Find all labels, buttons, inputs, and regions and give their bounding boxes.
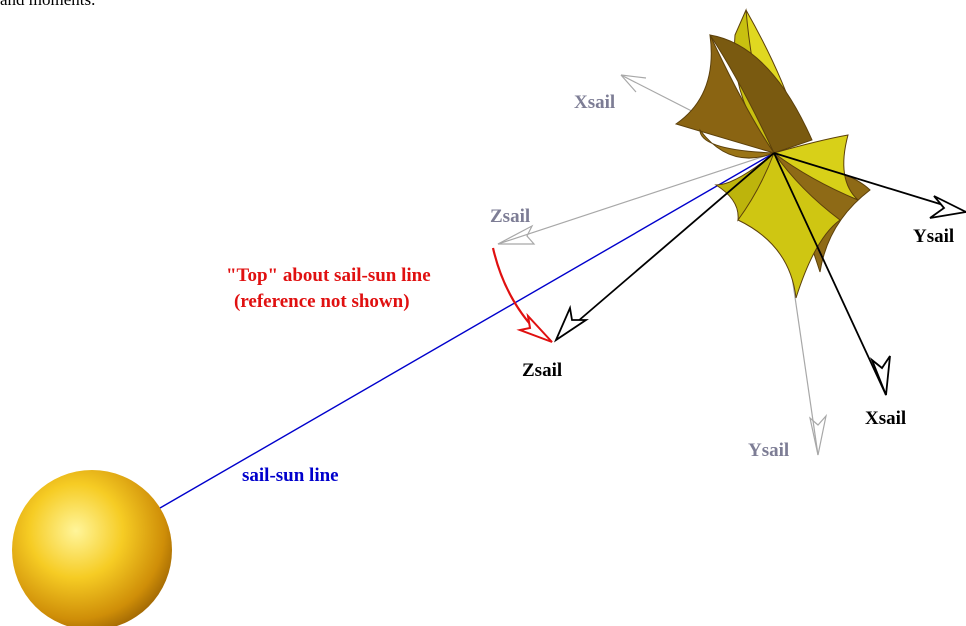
sail-vane-upper-right: [708, 34, 813, 154]
top-rotation-arc: [491, 247, 553, 343]
reference-z-arrowhead: [497, 224, 536, 245]
body-y-label: Ysail: [913, 226, 954, 247]
sail-vane-front-left: [714, 151, 776, 222]
body-x-arrowhead: [869, 355, 891, 396]
body-x-label: Xsail: [865, 408, 906, 429]
caption-fragment: and moments.: [0, 0, 95, 10]
body-z-axis: [555, 152, 775, 341]
body-z-label: Zsail: [522, 360, 562, 381]
body-x-axis: [773, 152, 887, 396]
body-y-arrowhead: [929, 195, 966, 219]
reference-z-axis: [497, 152, 775, 245]
body-z-arrowhead: [553, 304, 589, 343]
sail-vane-front-right: [772, 134, 859, 201]
reference-y-arrowhead: [809, 413, 828, 456]
top-label-line2: (reference not shown): [234, 291, 410, 312]
reference-z-label: Zsail: [490, 206, 530, 227]
reference-x-label: Xsail: [574, 92, 615, 113]
body-y-axis: [773, 152, 966, 213]
body-axes: [553, 152, 966, 396]
reference-y-label: Ysail: [748, 440, 789, 461]
sun: [12, 470, 172, 626]
reference-x-arrowhead: [620, 74, 647, 93]
top-label-line1: "Top" about sail-sun line: [226, 265, 431, 286]
top-arc-arrowhead: [516, 312, 553, 343]
sail-sun-line: [159, 152, 775, 509]
solar-sail: [674, 8, 871, 299]
sail-vane-lower-left: [699, 128, 775, 159]
sail-sun-line-label: sail-sun line: [242, 465, 339, 486]
